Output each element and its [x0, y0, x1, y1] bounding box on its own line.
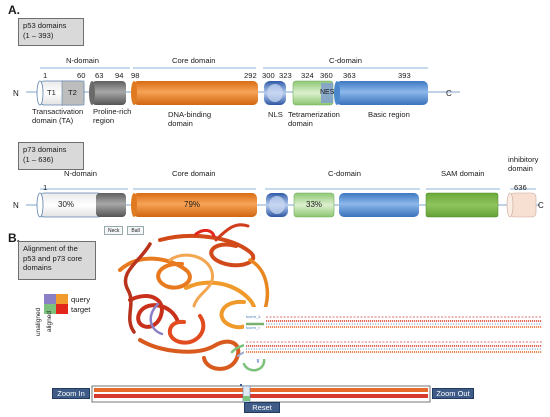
- sequence-alignment-panel: [244, 307, 542, 359]
- p73-n-terminus: N: [13, 201, 19, 210]
- p53-pos-324: 324: [301, 71, 314, 80]
- p53-nes-label: NES: [320, 89, 335, 96]
- seq-label-target: tcorrn_r: [246, 325, 260, 330]
- neck-mode-chip[interactable]: Neck: [104, 226, 124, 235]
- p53-c-terminus: C: [446, 89, 452, 98]
- p53-title-box: p53 domains (1 – 393): [18, 18, 84, 46]
- p53-pos-60: 60: [77, 71, 86, 80]
- p53-nls-domain: [264, 81, 286, 105]
- p53-pos-360: 360: [320, 71, 333, 80]
- p73-title-box: p73 domains (1 – 636): [18, 142, 84, 170]
- p53-pos-363: 363: [343, 71, 356, 80]
- p53-tet-domain: [292, 80, 334, 106]
- p53-pos-300: 300: [262, 71, 275, 80]
- p53-proline-domain: [89, 81, 126, 105]
- p53-pos-323: 323: [279, 71, 292, 80]
- p53-core-domain: [131, 81, 258, 105]
- p53-title: p53 domains: [23, 21, 67, 30]
- p53-n-terminus: N: [13, 89, 19, 98]
- p53-pos-94: 94: [115, 71, 124, 80]
- p73-n-domain-label: N-domain: [64, 169, 97, 178]
- p73-tet-domain: [293, 192, 335, 218]
- p53-core-domain-label: Core domain: [172, 56, 216, 65]
- p53-tet-label: Tetramerization domain: [288, 110, 340, 128]
- p53-c-domain-label: C-domain: [329, 56, 362, 65]
- legend-query-label: query: [71, 295, 90, 304]
- p53-pos-393: 393: [398, 71, 411, 80]
- alignment-title-line-3: domains: [23, 263, 52, 272]
- p53-n-domain-label: N-domain: [66, 56, 99, 65]
- p53-ta-domain: [36, 80, 85, 106]
- p73-n-identity: 30%: [58, 200, 75, 209]
- seq-label-query: tcorrn_k: [246, 314, 261, 319]
- p73-pos-1: 1: [43, 183, 48, 192]
- p53-proline-label: Proline-rich region: [93, 107, 132, 125]
- section-b-label: B.: [8, 231, 20, 245]
- p53-ta-label: Transactivation domain (TA): [32, 107, 84, 125]
- p53-basic-label: Basic region: [368, 110, 410, 119]
- p53-dbd-label: DNA-binding domain: [168, 110, 212, 128]
- p73-tet-identity: 33%: [306, 200, 323, 209]
- p53-pos-1: 1: [43, 71, 48, 80]
- p73-core-domain-label: Core domain: [172, 169, 216, 178]
- section-a-label: A.: [8, 3, 20, 17]
- alignment-title-line-1: Alignment of the: [23, 244, 78, 253]
- alignment-title-line-2: p53 and p73 core: [23, 253, 83, 263]
- p53-basic-domain: [334, 81, 428, 105]
- p73-basic-domain: [339, 193, 419, 217]
- p73-pos-636: 636: [514, 183, 527, 192]
- p73-sam-domain-label: SAM domain: [441, 169, 485, 178]
- p53-pos-292: 292: [244, 71, 257, 80]
- p73-n-domain: [36, 192, 103, 218]
- p73-sam-domain: [425, 192, 499, 218]
- p53-t2-label: T2: [68, 88, 77, 97]
- overview-track[interactable]: [91, 384, 431, 403]
- zoom-out-button[interactable]: Zoom Out: [432, 388, 474, 399]
- p73-title: p73 domains: [23, 145, 67, 154]
- p53-t1-label: T1: [47, 88, 56, 97]
- p73-inhibitory-label: inhibitory domain: [508, 155, 539, 173]
- p73-inhibitory-domain: [506, 192, 537, 218]
- p73-range: (1 – 636): [23, 154, 54, 164]
- p73-core-identity: 79%: [184, 200, 201, 209]
- p53-range: (1 – 393): [23, 30, 54, 40]
- zoom-in-button[interactable]: Zoom In: [52, 388, 90, 399]
- p53-pos-98: 98: [131, 71, 140, 80]
- view-mode-chips: Neck Ball: [104, 226, 144, 235]
- p73-c-terminus: C: [538, 201, 544, 210]
- p73-nls-domain: [266, 193, 288, 217]
- p53-nls-label: NLS: [268, 110, 283, 119]
- p73-c-domain-label: C-domain: [328, 169, 361, 178]
- p73-proline-domain: [96, 193, 126, 217]
- p73-core-domain: [131, 193, 257, 217]
- alignment-title-box: Alignment of the p53 and p73 core domain…: [18, 241, 96, 280]
- legend-target-label: target: [71, 305, 91, 314]
- reset-button[interactable]: Reset: [244, 402, 280, 413]
- alignment-legend: [44, 294, 68, 314]
- ball-mode-chip[interactable]: Ball: [127, 226, 144, 235]
- legend-unaligned-label: unaligned: [35, 307, 42, 336]
- legend-aligned-label: aligned: [46, 311, 53, 332]
- p53-pos-63: 63: [95, 71, 104, 80]
